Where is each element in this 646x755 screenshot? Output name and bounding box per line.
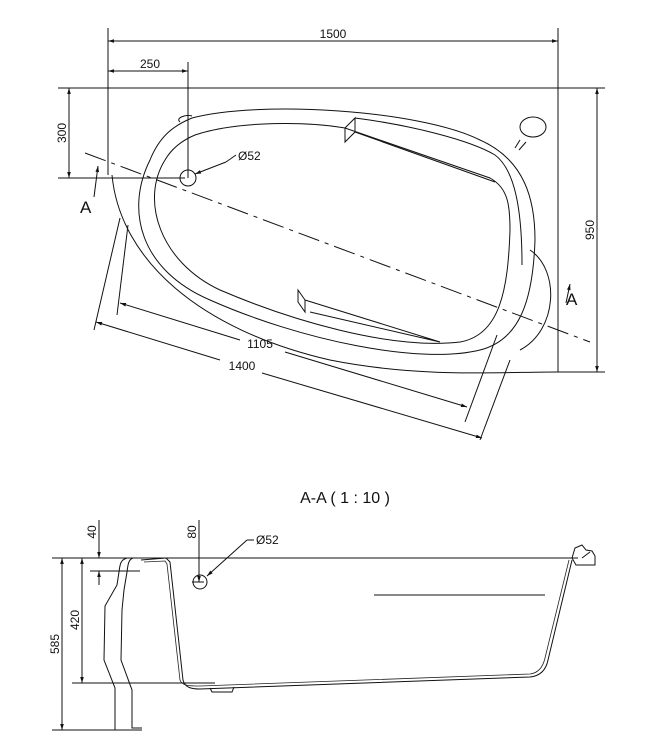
dim-label-250: 250 <box>140 57 160 71</box>
section-title: A-A ( 1 : 10 ) <box>300 490 390 507</box>
dim-label-420: 420 <box>68 610 82 630</box>
dim-label-1105: 1105 <box>247 337 273 351</box>
section-arrow-right <box>565 283 571 304</box>
overflow-diameter-label: Ø52 <box>256 533 279 547</box>
rim-handle-profile <box>571 544 596 566</box>
rim-handle-detail <box>581 551 591 559</box>
drain-circle <box>179 169 197 187</box>
plan-view: 1500 250 300 950 Ø52 A A <box>55 27 605 441</box>
dim-label-950: 950 <box>583 220 597 240</box>
dimension-line-1400 <box>261 372 483 439</box>
drain-leader <box>225 154 237 163</box>
tub-rim-outer <box>138 108 536 355</box>
section-arrow-left <box>93 165 100 198</box>
dim-label-40: 40 <box>85 525 99 539</box>
overflow-leader <box>206 539 248 577</box>
dim-label-1400: 1400 <box>229 359 256 373</box>
dim-label-80: 80 <box>185 525 199 539</box>
extension-line <box>479 359 511 441</box>
extension-line <box>464 334 498 423</box>
tub-shell-outer <box>140 557 573 690</box>
tub-apron-outline <box>111 174 559 374</box>
armrest-bottom <box>297 288 441 343</box>
tub-basin-inner <box>153 123 511 344</box>
apron-panel-inner <box>120 557 142 729</box>
dimension-line-1105 <box>284 351 468 408</box>
dim-label-585: 585 <box>48 634 62 654</box>
apron-panel-outer <box>103 557 128 730</box>
armrest-top <box>344 116 523 266</box>
grab-handle-stem <box>514 139 527 151</box>
dim-label-300: 300 <box>55 123 69 143</box>
overflow-slot <box>178 115 193 123</box>
tub-shell-inner <box>143 559 570 687</box>
section-mark-right: A <box>566 290 578 309</box>
dimension-line-1400 <box>95 321 221 361</box>
section-mark-left: A <box>80 198 92 217</box>
tub-side-bulge <box>519 249 552 351</box>
dimension-line-1105 <box>119 302 241 341</box>
dim-label-1500: 1500 <box>320 27 347 41</box>
extension-line <box>93 217 121 331</box>
grab-handle-icon <box>519 116 547 138</box>
drain-outlet <box>209 686 235 693</box>
section-line-a-a <box>84 152 591 343</box>
drain-leader <box>194 161 227 175</box>
extension-line <box>116 224 129 316</box>
section-view: A-A ( 1 : 10 ) 585 420 40 80 Ø52 <box>48 490 596 731</box>
drain-diameter-label: Ø52 <box>238 149 261 163</box>
